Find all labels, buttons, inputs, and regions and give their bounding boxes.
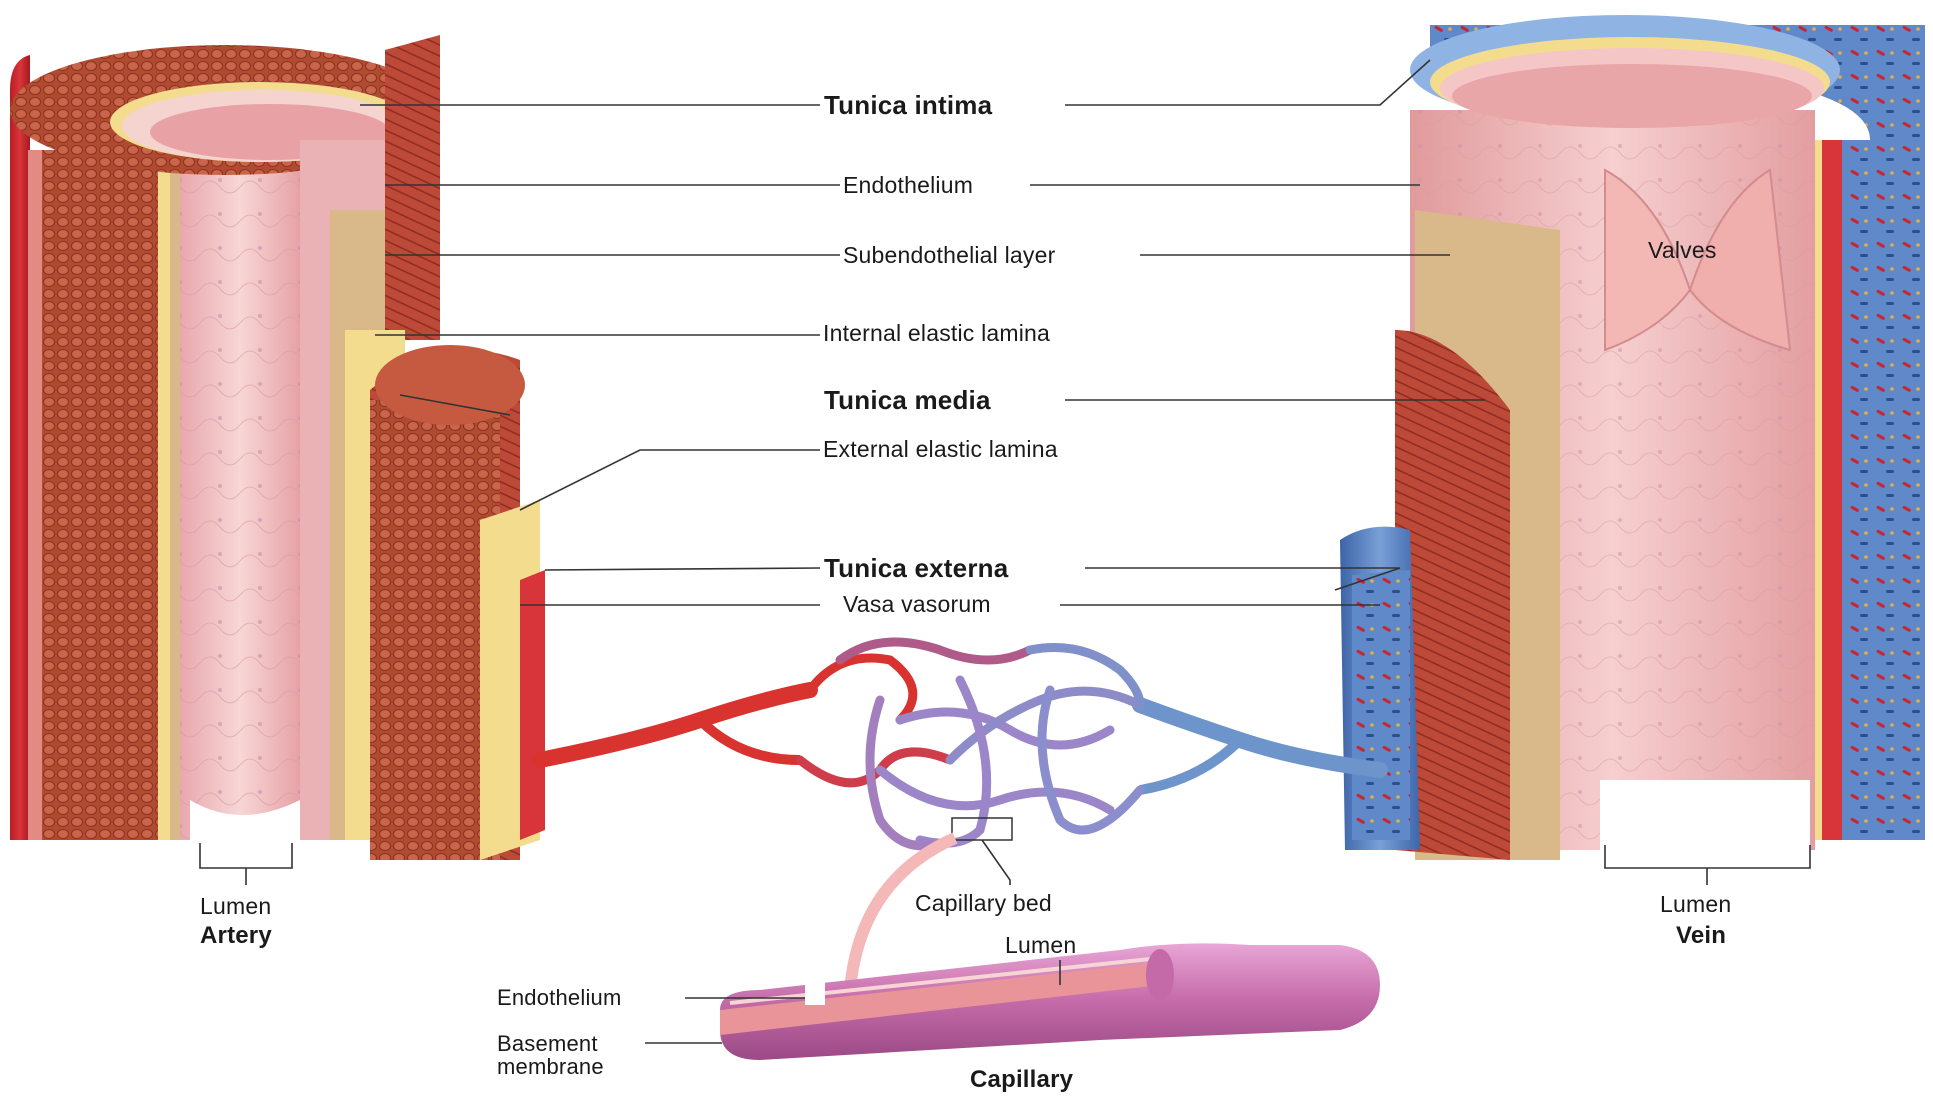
label-tunica-externa: Tunica externa <box>824 553 1008 584</box>
label-capillary-endothelium: Endothelium <box>497 985 622 1011</box>
label-subendothelial-layer: Subendothelial layer <box>843 242 1055 269</box>
label-internal-elastic-lamina: Internal elastic lamina <box>823 320 1050 347</box>
label-tunica-media: Tunica media <box>824 385 991 416</box>
label-vasa-vasorum: Vasa vasorum <box>843 591 991 618</box>
label-vein: Vein <box>1676 922 1726 950</box>
label-vein-lumen: Lumen <box>1660 891 1731 918</box>
label-endothelium: Endothelium <box>843 172 973 199</box>
label-valves: Valves <box>1648 237 1717 264</box>
label-artery-lumen: Lumen <box>200 893 271 920</box>
label-external-elastic-lamina: External elastic lamina <box>823 436 1058 463</box>
label-basement-membrane-line2: membrane <box>497 1054 604 1080</box>
capillary-illustration <box>720 943 1380 1060</box>
label-tunica-intima: Tunica intima <box>824 90 992 121</box>
label-capillary: Capillary <box>970 1066 1073 1094</box>
artery-illustration <box>10 35 545 860</box>
vein-illustration <box>1340 15 1925 860</box>
label-capillary-lumen: Lumen <box>1005 932 1076 959</box>
label-capillary-bed: Capillary bed <box>915 890 1052 917</box>
label-artery: Artery <box>200 922 272 950</box>
